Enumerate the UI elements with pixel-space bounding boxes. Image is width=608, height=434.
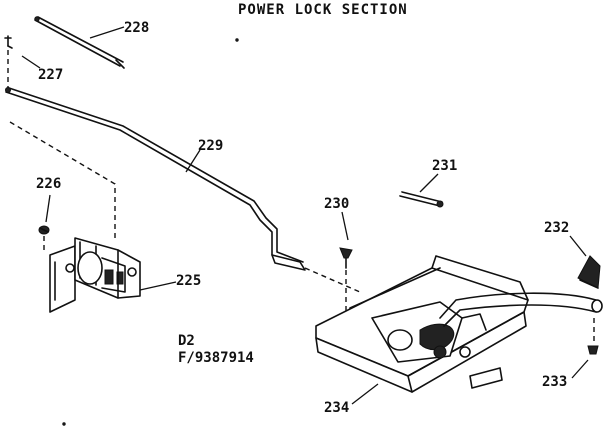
callout-231: 231 — [432, 158, 457, 174]
part-230-screw — [339, 247, 353, 269]
callout-228: 228 — [124, 20, 149, 36]
diagram-code-line1: D2 — [178, 333, 195, 349]
part-232-knob — [577, 255, 601, 289]
part-225-actuator — [49, 237, 141, 313]
leader-230 — [341, 211, 349, 241]
leader-226 — [45, 194, 51, 223]
callout-233: 233 — [542, 374, 567, 390]
callout-232: 232 — [544, 220, 569, 236]
leader-232 — [569, 235, 587, 257]
leader-229 — [185, 149, 201, 173]
leader-227 — [21, 55, 41, 69]
dashed-guide-rod-plate — [304, 267, 361, 293]
callout-230: 230 — [324, 196, 349, 212]
part-228-rod — [34, 16, 125, 69]
part-229-long-rod — [5, 87, 306, 271]
leader-225 — [139, 281, 177, 291]
part-226-screw — [38, 225, 50, 235]
callout-229: 229 — [198, 138, 223, 154]
callout-225: 225 — [176, 273, 201, 289]
callout-227: 227 — [38, 67, 63, 83]
leader-231 — [419, 173, 439, 193]
dashed-guide-rod-actuator — [9, 121, 116, 240]
callout-234: 234 — [324, 400, 349, 416]
part-231-pin — [399, 191, 444, 208]
part-233-screw — [587, 345, 599, 355]
scan-dot — [62, 422, 66, 426]
leader-228 — [89, 26, 125, 39]
part-227-clip — [4, 35, 13, 49]
diagram-code-line2: F/9387914 — [178, 350, 254, 366]
leader-233 — [571, 359, 589, 379]
link-arm — [439, 292, 603, 327]
part-234-latch-plate — [315, 255, 529, 393]
leader-234 — [351, 383, 379, 405]
diagram-title: POWER LOCK SECTION — [238, 2, 408, 18]
scan-dot — [235, 38, 239, 42]
callout-226: 226 — [36, 176, 61, 192]
